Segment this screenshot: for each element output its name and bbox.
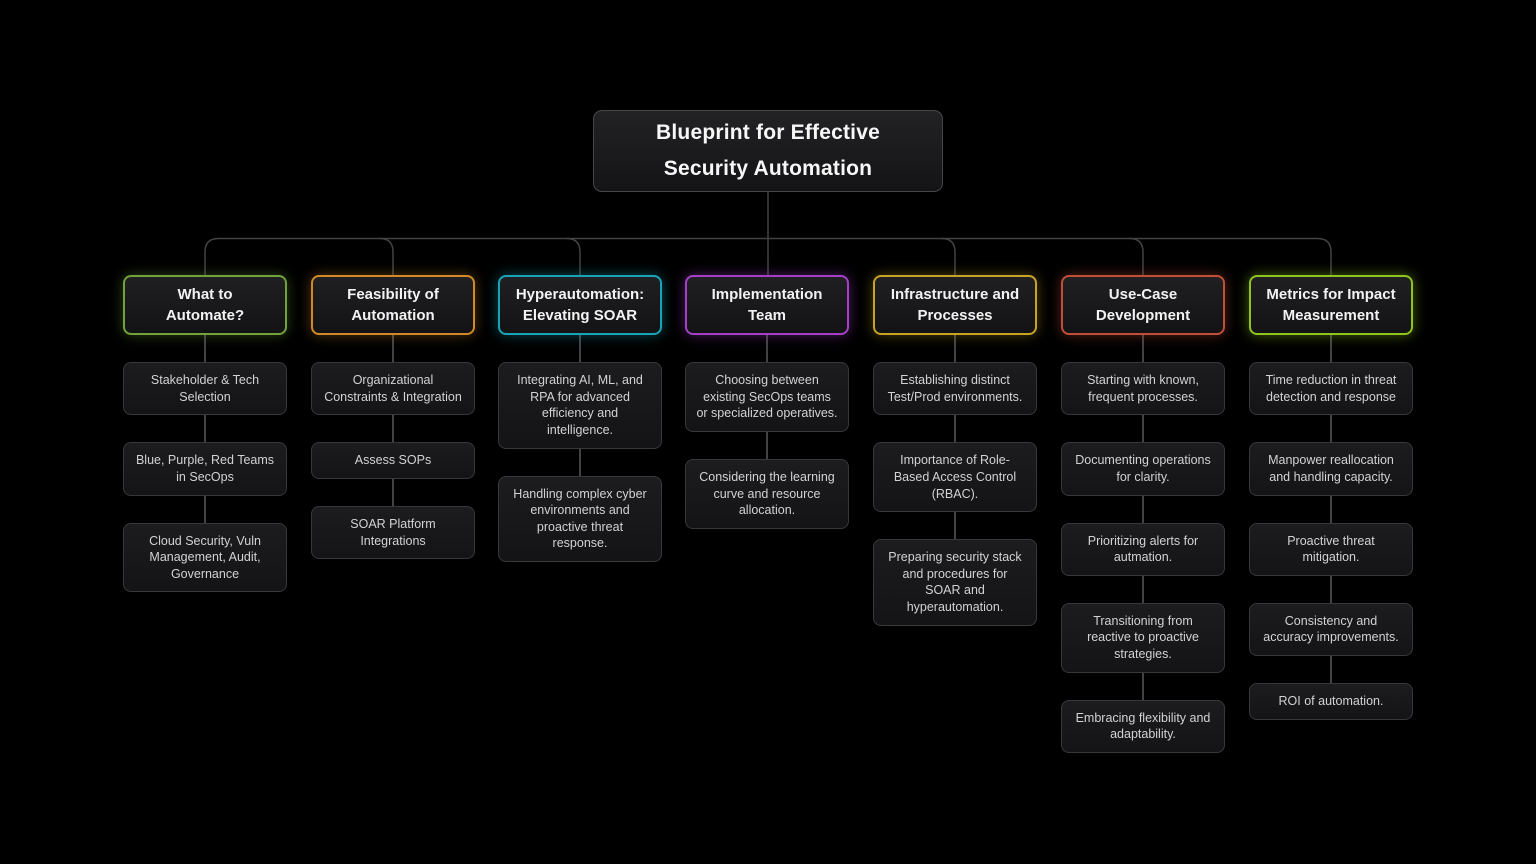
branch-children: Choosing between existing SecOps teams o… (685, 331, 849, 529)
child-node[interactable]: Prioritizing alerts for autmation. (1061, 522, 1225, 576)
branch-header[interactable]: Hyperautomation: Elevating SOAR (498, 275, 662, 335)
branch-header[interactable]: What to Automate? (123, 275, 287, 335)
branch-children: Establishing distinct Test/Prod environm… (873, 331, 1037, 626)
child-node[interactable]: Importance of Role-Based Access Control … (873, 442, 1037, 513)
child-node[interactable]: Choosing between existing SecOps teams o… (685, 362, 849, 432)
branch-children: Time reduction in threat detection and r… (1249, 331, 1413, 720)
connector-drop-hyperautomation (566, 237, 581, 276)
branch-usecase-development: Use-Case Development Starting with known… (1061, 275, 1225, 753)
child-node[interactable]: Blue, Purple, Red Teams in SecOps (123, 442, 287, 496)
branch-children: Organizational Constraints & Integration… (311, 330, 475, 560)
child-node[interactable]: Establishing distinct Test/Prod environm… (873, 362, 1037, 416)
branch-header[interactable]: Feasibility of Automation (311, 275, 475, 335)
child-node[interactable]: Time reduction in threat detection and r… (1249, 362, 1413, 416)
child-node[interactable]: ROI of automation. (1249, 683, 1413, 720)
child-node[interactable]: SOAR Platform Integrations (311, 505, 475, 560)
branch-header[interactable]: Implementation Team (685, 275, 849, 335)
child-node[interactable]: Embracing flexibility and adaptability. (1061, 699, 1225, 753)
child-node[interactable]: Transitioning from reactive to proactive… (1061, 602, 1225, 673)
child-node[interactable]: Organizational Constraints & Integration (311, 362, 475, 416)
connector-bus (204, 237, 1332, 276)
branch-header[interactable]: Metrics for Impact Measurement (1249, 275, 1413, 335)
connector-drop-usecase (1129, 237, 1144, 276)
branch-metrics: Metrics for Impact Measurement Time redu… (1249, 275, 1413, 720)
child-node[interactable]: Handling complex cyber environments and … (498, 475, 662, 562)
branch-header[interactable]: Infrastructure and Processes (873, 275, 1037, 335)
branch-implementation-team: Implementation Team Choosing between exi… (685, 275, 849, 529)
child-node[interactable]: Assess SOPs (311, 442, 475, 479)
connector-drop-feasibility (379, 237, 394, 276)
branch-what-to-automate: What to Automate? Stakeholder & Tech Sel… (123, 275, 287, 593)
child-node[interactable]: Cloud Security, Vuln Management, Audit, … (123, 522, 287, 593)
child-node[interactable]: Documenting operations for clarity. (1061, 442, 1225, 496)
child-node[interactable]: Consistency and accuracy improvements. (1249, 602, 1413, 656)
child-node[interactable]: Manpower reallocation and handling capac… (1249, 442, 1413, 496)
root-node-title[interactable]: Blueprint for Effective Security Automat… (593, 110, 943, 192)
child-node[interactable]: Starting with known, frequent processes. (1061, 362, 1225, 416)
child-node[interactable]: Preparing security stack and procedures … (873, 539, 1037, 626)
branch-children: Starting with known, frequent processes.… (1061, 331, 1225, 753)
child-node[interactable]: Considering the learning curve and resou… (685, 458, 849, 529)
branch-children: Integrating AI, ML, and RPA for advanced… (498, 331, 662, 562)
branch-children: Stakeholder & Tech Selection Blue, Purpl… (123, 330, 287, 593)
child-node[interactable]: Stakeholder & Tech Selection (123, 362, 287, 416)
branch-header[interactable]: Use-Case Development (1061, 275, 1225, 335)
branch-feasibility: Feasibility of Automation Organizational… (311, 275, 475, 560)
child-node[interactable]: Proactive threat mitigation. (1249, 522, 1413, 576)
connector-drop-infrastructure (941, 237, 956, 276)
child-node[interactable]: Integrating AI, ML, and RPA for advanced… (498, 362, 662, 449)
branch-hyperautomation: Hyperautomation: Elevating SOAR Integrat… (498, 275, 662, 562)
branch-infrastructure: Infrastructure and Processes Establishin… (873, 275, 1037, 626)
